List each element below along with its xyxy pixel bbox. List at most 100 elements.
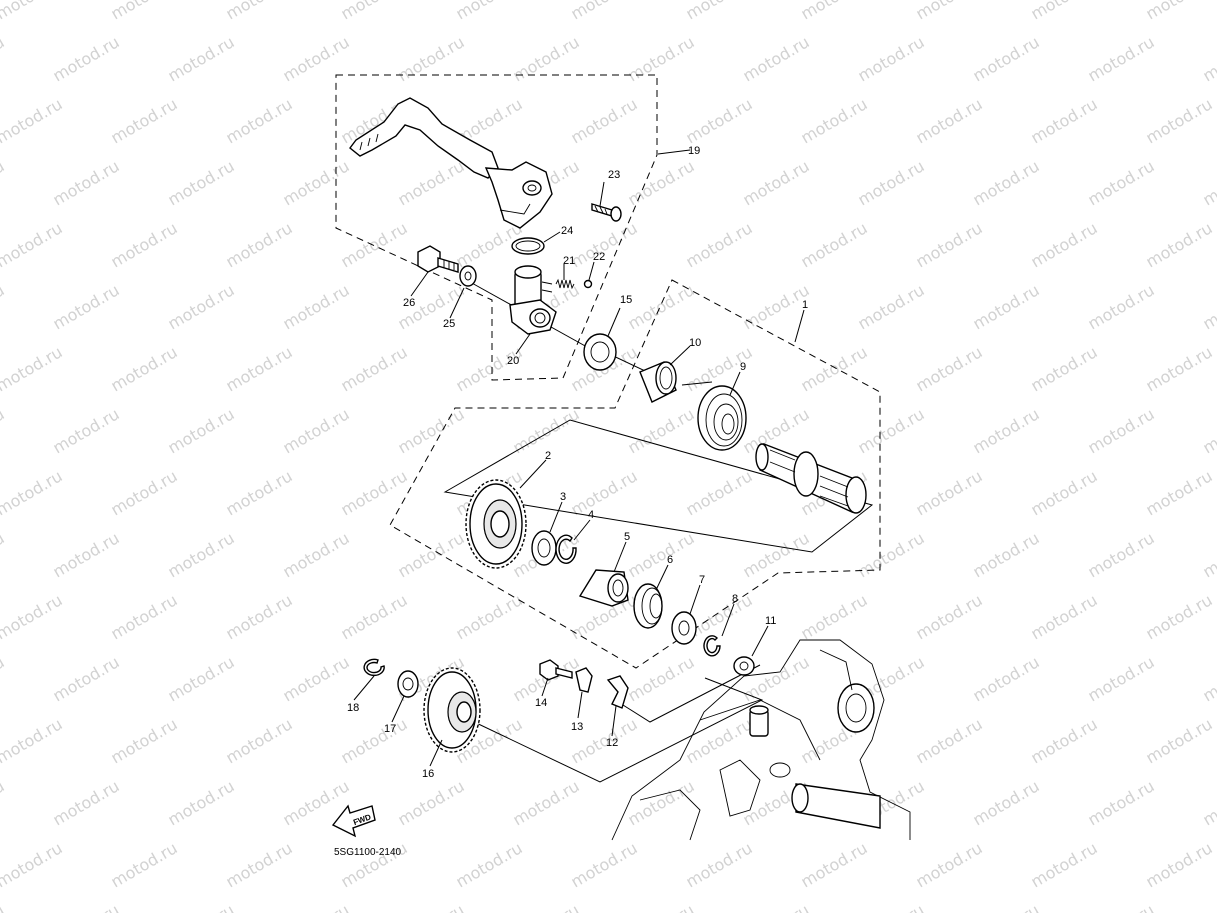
watermark-text: motod.ru [1200, 900, 1217, 913]
watermark-text: motod.ru [395, 156, 468, 209]
watermark-text: motod.ru [740, 32, 813, 85]
callout-8: 8 [732, 593, 738, 605]
bracket-12-part [606, 675, 629, 709]
watermark-text: motod.ru [1028, 218, 1101, 271]
watermark-text: motod.ru [1143, 94, 1216, 147]
watermark-text: motod.ru [625, 404, 698, 457]
callout-3: 3 [560, 491, 566, 503]
watermark-text: motod.ru [165, 32, 238, 85]
callout-6: 6 [667, 554, 673, 566]
spring-21-part [555, 278, 575, 290]
watermark-text: motod.ru [395, 404, 468, 457]
callout-19: 19 [688, 145, 700, 157]
watermark-text: motod.ru [50, 652, 123, 705]
callout-14: 14 [535, 697, 547, 709]
watermark-text: motod.ru [855, 280, 928, 333]
watermark-text: motod.ru [510, 32, 583, 85]
callout-23: 23 [608, 169, 620, 181]
watermark-text: motod.ru [913, 838, 986, 891]
watermark-text: motod.ru [1028, 342, 1101, 395]
watermark-text: motod.ru [970, 404, 1043, 457]
watermark-text: motod.ru [50, 280, 123, 333]
watermark-text: motod.ru [0, 0, 66, 23]
clip-13-part [575, 667, 593, 693]
watermark-text: motod.ru [1085, 776, 1158, 829]
watermark-text: motod.ru [970, 32, 1043, 85]
watermark-text: motod.ru [970, 652, 1043, 705]
watermark-text: motod.ru [223, 0, 296, 23]
idler-gear-guide-line [469, 677, 764, 783]
idler-gear-16-part [423, 667, 481, 753]
watermark-text: motod.ru [913, 714, 986, 767]
kick-boss-part [509, 265, 557, 335]
watermark-text: motod.ru [0, 32, 8, 85]
watermark-text: motod.ru [1143, 466, 1216, 519]
callout-17: 17 [384, 723, 396, 735]
watermark-text: motod.ru [50, 900, 123, 913]
washer-17-hole [402, 677, 414, 691]
callout-12: 12 [606, 737, 618, 749]
watermark-text: motod.ru [0, 466, 66, 519]
washer-11-part [733, 656, 755, 676]
watermark-text: motod.ru [568, 218, 641, 271]
kick-shaft-assembly-boundary [389, 279, 881, 669]
watermark-text: motod.ru [165, 156, 238, 209]
watermark-text: motod.ru [1028, 590, 1101, 643]
watermark-text: motod.ru [625, 32, 698, 85]
spring-6-part [633, 583, 663, 629]
diagram-code: 5SG1100-2140 [334, 847, 402, 858]
watermark-text: motod.ru [1200, 652, 1217, 705]
watermark-text: motod.ru [913, 94, 986, 147]
watermark-text: motod.ru [913, 590, 986, 643]
watermark-text: motod.ru [1028, 0, 1101, 23]
watermark-text: motod.ru [338, 0, 411, 23]
watermark-text: motod.ru [108, 342, 181, 395]
watermark-text: motod.ru [625, 528, 698, 581]
watermark-text: motod.ru [0, 590, 66, 643]
watermark-text: motod.ru [913, 342, 986, 395]
callout-26: 26 [403, 297, 415, 309]
watermark-text: motod.ru [108, 0, 181, 23]
oil-seal-15-part [583, 333, 617, 371]
watermark-text: motod.ru [0, 156, 8, 209]
watermark-text: motod.ru [50, 776, 123, 829]
watermark-text: motod.ru [1028, 714, 1101, 767]
watermark-text: motod.ru [338, 466, 411, 519]
watermark-text: motod.ru [740, 900, 813, 913]
watermark-text: motod.ru [280, 528, 353, 581]
ratchet-5-part [578, 569, 629, 607]
watermark-text: motod.ru [1200, 32, 1217, 85]
watermark-text: motod.ru [338, 218, 411, 271]
fwd-arrow-icon: FWD [331, 804, 376, 838]
watermark-text: motod.ru [568, 838, 641, 891]
collar-10-part [639, 361, 677, 403]
watermark-text: motod.ru [50, 528, 123, 581]
watermark-text: motod.ru [453, 590, 526, 643]
watermark-text: motod.ru [1200, 776, 1217, 829]
circlip-4-part [555, 534, 577, 564]
callout-1: 1 [802, 299, 808, 311]
watermark-text: motod.ru [913, 218, 986, 271]
callout-16: 16 [422, 768, 434, 780]
watermark-text: motod.ru [970, 156, 1043, 209]
callout-2: 2 [545, 450, 551, 462]
watermark-text: motod.ru [453, 838, 526, 891]
watermark-text: motod.ru [1200, 280, 1217, 333]
leader-lines [353, 149, 805, 767]
watermark-text: motod.ru [395, 528, 468, 581]
watermark-text: motod.ru [1085, 652, 1158, 705]
watermark-text: motod.ru [453, 342, 526, 395]
watermark-text: motod.ru [0, 280, 8, 333]
watermark-text: motod.ru [1143, 218, 1216, 271]
watermark-text: motod.ru [625, 156, 698, 209]
watermark-text: motod.ru [798, 342, 871, 395]
watermark-text: motod.ru [0, 528, 8, 581]
watermark-text: motod.ru [1085, 404, 1158, 457]
kick-gear-2-part [465, 479, 527, 569]
watermark-text: motod.ru [798, 590, 871, 643]
watermark-text: motod.ru [625, 652, 698, 705]
callout-21: 21 [563, 255, 575, 267]
watermark-text: motod.ru [165, 528, 238, 581]
watermark-text: motod.ru [740, 156, 813, 209]
callout-labels: 1 2 3 4 5 6 7 8 9 10 11 12 13 14 15 16 1… [347, 145, 808, 780]
